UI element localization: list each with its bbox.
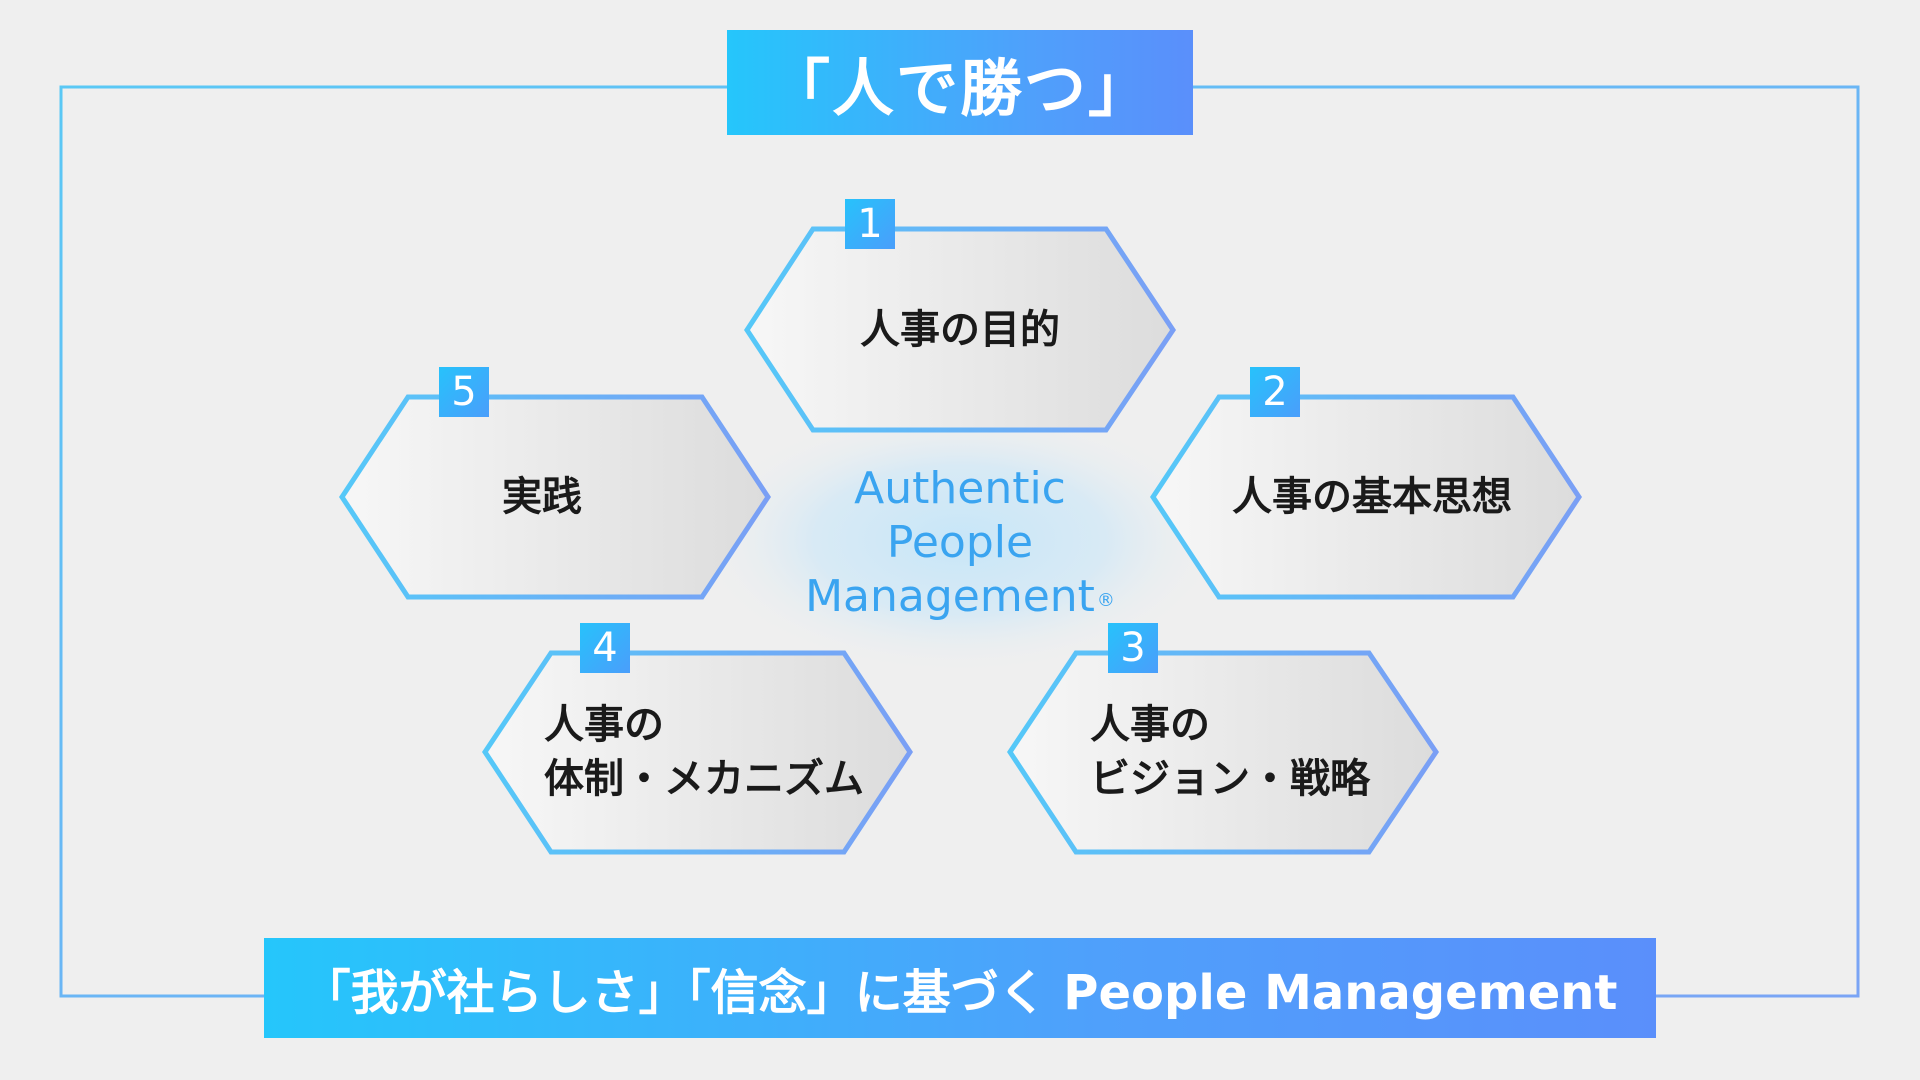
hexagon-5 <box>339 394 771 600</box>
hex-label-5: 実践 <box>502 470 582 524</box>
hex-label-2-line-1: 人事の基本思想 <box>1232 474 1512 520</box>
hex-label-1: 人事の目的 <box>860 303 1060 357</box>
hex-label-2: 人事の基本思想 <box>1232 470 1512 524</box>
center-line-2: People <box>886 517 1034 568</box>
badge-1: 1 <box>845 199 895 249</box>
badge-3: 3 <box>1108 623 1158 673</box>
hexagon-2 <box>1150 394 1582 600</box>
badge-4: 4 <box>580 623 630 673</box>
hex-label-4-line-2: 体制・メカニズム <box>544 756 864 802</box>
footer-text: 「我が社らしさ」「信念」に基づく People Management <box>302 965 1618 1021</box>
badge-1-number: 1 <box>857 201 883 247</box>
hex-label-3: 人事の ビジョン・戦略 <box>1090 698 1370 806</box>
badge-4-number: 4 <box>592 625 618 671</box>
hex-label-3-line-1: 人事の <box>1090 702 1210 748</box>
hexagon-1 <box>744 226 1177 433</box>
badge-2: 2 <box>1250 367 1300 417</box>
center-line-1: Authentic <box>854 463 1066 514</box>
center-glow <box>695 405 1225 675</box>
center-line-3: Management® <box>805 570 1115 624</box>
hex-label-4: 人事の 体制・メカニズム <box>544 698 864 806</box>
registered-mark: ® <box>1096 590 1115 611</box>
badge-5: 5 <box>439 367 489 417</box>
hex-label-4-line-1: 人事の <box>544 702 664 748</box>
hexagon-3 <box>1007 650 1440 855</box>
badge-2-number: 2 <box>1262 369 1288 415</box>
hex-label-1-line-1: 人事の目的 <box>860 307 1060 353</box>
title-banner: 「人で勝つ」 <box>727 30 1193 135</box>
badge-3-number: 3 <box>1120 625 1146 671</box>
center-label: Authentic People Management® <box>805 462 1115 624</box>
hex-label-3-line-2: ビジョン・戦略 <box>1090 756 1370 802</box>
center-line-3-text: Management <box>805 571 1095 622</box>
title-text: 「人で勝つ」 <box>767 51 1152 125</box>
hex-label-5-line-1: 実践 <box>502 474 582 520</box>
badge-5-number: 5 <box>451 369 477 415</box>
footer-banner: 「我が社らしさ」「信念」に基づく People Management <box>264 938 1656 1038</box>
hexagon-4 <box>482 650 913 855</box>
